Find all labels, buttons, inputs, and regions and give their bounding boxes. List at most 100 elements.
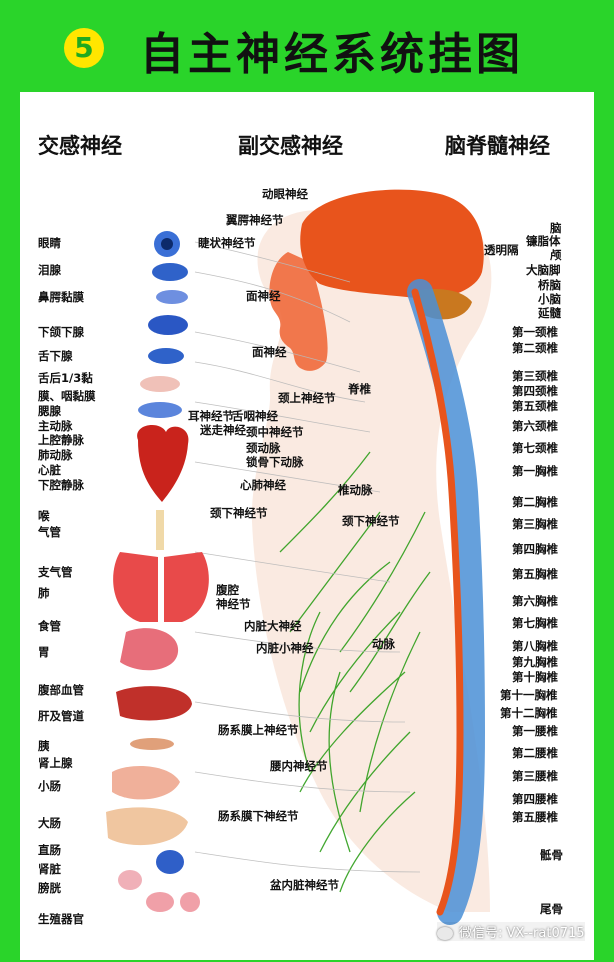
- organ-pancreas: [130, 738, 174, 750]
- left-label: 肾上腺: [38, 756, 73, 770]
- left-label: 下颌下腺: [38, 325, 84, 339]
- diagram-panel: 交感神经 副交感神经 脑脊髓神经 眼睛 泪腺 鼻腭黏膜 下颌下腺 舌下腺 舌后1…: [20, 92, 594, 960]
- center-label: 动脉: [372, 637, 395, 651]
- organ-nasal: [156, 290, 188, 304]
- center-label: 腹腔: [216, 583, 239, 597]
- organ-lacrimal: [152, 263, 188, 281]
- wechat-icon: [437, 927, 453, 940]
- center-label: 肠系膜下神经节: [218, 809, 299, 823]
- left-label: 肾脏: [38, 862, 61, 876]
- section-sympathetic: 交感神经: [38, 134, 122, 158]
- center-label: 睫状神经节: [198, 236, 256, 250]
- organ-genitals: [146, 892, 174, 912]
- header: 5 自主神经系统挂图: [0, 0, 614, 92]
- left-label: 膜、咽黏膜: [38, 389, 96, 403]
- right-label: 尾骨: [540, 902, 563, 916]
- organ-parotid: [138, 402, 182, 418]
- center-label: 面神经: [252, 345, 287, 359]
- spine-column: [407, 279, 486, 925]
- right-label: 第十二胸椎: [500, 706, 558, 720]
- poster-number-badge: 5: [64, 28, 104, 68]
- right-label: 镰脂体: [526, 234, 561, 248]
- right-label: 第二颈椎: [512, 341, 558, 355]
- left-label: 鼻腭黏膜: [38, 290, 84, 304]
- center-label: 颈下神经节: [342, 514, 400, 528]
- right-label: 透明隔: [484, 243, 519, 257]
- spinal-cord: [411, 288, 464, 916]
- organ-large-intestine: [106, 807, 188, 846]
- center-label: 颈上神经节: [278, 391, 336, 405]
- organ-stomach: [120, 628, 179, 671]
- right-label: 第四腰椎: [512, 792, 558, 806]
- center-label: 颈动脉: [246, 441, 281, 455]
- right-label: 骶骨: [540, 848, 563, 862]
- left-label: 胃: [38, 645, 50, 659]
- left-label: 舌下腺: [38, 349, 73, 363]
- center-label: 迷走神经: [200, 423, 246, 437]
- left-label: 喉: [38, 509, 50, 523]
- left-label: 眼睛: [38, 236, 61, 250]
- center-label: 肠系膜上神经节: [218, 723, 299, 737]
- right-label: 脑: [550, 221, 562, 235]
- right-label: 颅: [550, 248, 562, 262]
- right-label: 桥脑: [538, 278, 561, 292]
- organ-liver: [116, 686, 192, 721]
- organ-bladder: [118, 870, 142, 890]
- nerve-network: [279, 451, 431, 893]
- left-label: 下腔静脉: [38, 478, 84, 492]
- left-label: 直肠: [38, 843, 61, 857]
- body-silhouette: [251, 198, 492, 913]
- right-label: 第九胸椎: [512, 655, 558, 669]
- center-label: 椎动脉: [338, 483, 373, 497]
- center-label: 脊椎: [348, 382, 371, 396]
- watermark-text: 微信号: VX--rat0715: [459, 926, 585, 941]
- organ-submandibular: [148, 315, 188, 335]
- left-label: 肺: [38, 586, 50, 600]
- right-label: 第五腰椎: [512, 810, 558, 824]
- right-label: 大脑脚: [526, 263, 561, 277]
- section-parasympathetic: 副交感神经: [238, 134, 343, 158]
- right-label: 第六胸椎: [512, 594, 558, 608]
- left-label: 肝及管道: [38, 709, 84, 723]
- section-spinal: 脑脊髓神经: [445, 134, 550, 158]
- anatomy-illustration: [106, 189, 492, 925]
- organ-sublingual: [148, 348, 184, 364]
- right-label: 第二腰椎: [512, 746, 558, 760]
- center-label: 耳神经节: [188, 409, 234, 423]
- center-label: 颈下神经节: [210, 506, 268, 520]
- center-label: 颈中神经节: [246, 425, 304, 439]
- center-label: 舌咽神经: [232, 409, 278, 423]
- organ-eye: [154, 231, 180, 257]
- left-label: 腹部血管: [38, 683, 84, 697]
- left-label: 膀胱: [38, 881, 61, 895]
- center-label: 面神经: [246, 289, 281, 303]
- left-label: 心脏: [38, 463, 61, 477]
- right-label: 第七胸椎: [512, 616, 558, 630]
- center-label: 锁骨下动脉: [246, 455, 304, 469]
- right-label: 第四颈椎: [512, 384, 558, 398]
- left-label: 肺动脉: [38, 448, 73, 462]
- left-label: 腮腺: [38, 404, 61, 418]
- left-label: 舌后1/3黏: [38, 371, 93, 385]
- brain: [300, 189, 484, 299]
- left-label: 小肠: [38, 779, 61, 793]
- organ-kidney: [156, 850, 184, 874]
- organ-lungs: [113, 552, 209, 622]
- right-label: 第一胸椎: [512, 464, 558, 478]
- right-label: 第五颈椎: [512, 399, 558, 413]
- center-label: 神经节: [216, 597, 251, 611]
- right-label: 第十一胸椎: [500, 688, 558, 702]
- right-label: 第七颈椎: [512, 441, 558, 455]
- right-label: 第三腰椎: [512, 769, 558, 783]
- right-label: 小脑: [538, 292, 561, 306]
- poster-title: 自主神经系统挂图: [140, 29, 524, 80]
- organ-heart: [137, 425, 189, 502]
- right-label: 第四胸椎: [512, 542, 558, 556]
- left-label: 主动脉: [38, 419, 73, 433]
- left-label: 生殖器官: [38, 912, 84, 926]
- center-label: 盆内脏神经节: [270, 878, 339, 892]
- right-label: 第三颈椎: [512, 369, 558, 383]
- center-label: 内脏大神经: [244, 619, 302, 633]
- right-label: 第十胸椎: [512, 670, 558, 684]
